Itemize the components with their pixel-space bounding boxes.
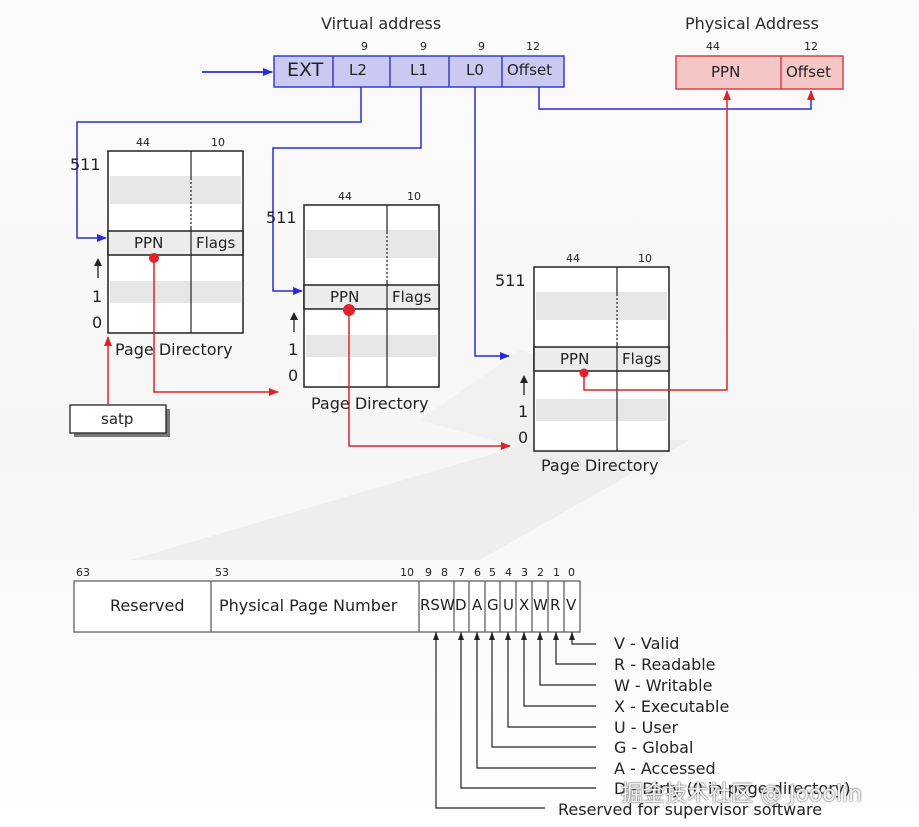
pte-field-g: G — [487, 596, 499, 614]
pd1-label: Page Directory — [115, 340, 233, 359]
pa-ppn-bits: 44 — [706, 40, 720, 53]
pd1-ppn-dot — [149, 253, 159, 263]
pd1-index-511: 511 — [70, 155, 101, 174]
pte-field-v: V — [566, 596, 577, 614]
pte-field-w: W — [533, 596, 548, 614]
virtual-address-register — [273, 55, 565, 88]
pd3-flags-cell: Flags — [622, 350, 662, 368]
pte-field-x: X — [519, 596, 530, 614]
zoom-wedge-upper — [420, 350, 535, 452]
pa-offset-field: Offset — [786, 63, 832, 81]
zoom-wedge — [130, 440, 690, 560]
legend-readable: R - Readable — [614, 655, 716, 674]
pte-bit-9: 9 — [425, 566, 432, 579]
pd1-ppn-arrow — [153, 258, 279, 396]
pte-bit-8: 8 — [441, 566, 448, 579]
pd3-ppn-bits: 44 — [566, 252, 580, 265]
pd1-index-0: 0 — [92, 313, 103, 332]
pte-bit-6: 6 — [474, 566, 481, 579]
watermark: 掘金技术社区 @ Jooolin — [621, 782, 863, 807]
pte-field-d: D — [455, 596, 467, 614]
pte-bit-0: 0 — [568, 566, 575, 579]
va-l2-field: L2 — [349, 61, 367, 79]
legend-executable: X - Executable — [614, 697, 730, 716]
pd3-label: Page Directory — [541, 456, 659, 475]
pd2-flags-cell: Flags — [392, 288, 432, 306]
legend-user: U - User — [614, 718, 679, 737]
l0-index-arrow — [474, 87, 510, 360]
legend-accessed: A - Accessed — [614, 759, 716, 778]
l1-index-arrow — [272, 87, 422, 295]
offset-arrow — [538, 87, 812, 110]
pd3-ppn-dot — [579, 368, 589, 378]
pd3-index-1: 1 — [518, 402, 529, 421]
pte-field-ppn: Physical Page Number — [219, 596, 398, 615]
va-offset-bits: 12 — [526, 40, 540, 53]
physical-address-title: Physical Address — [685, 14, 819, 33]
va-ext-field: EXT — [287, 59, 324, 81]
pd1-index-1: 1 — [92, 287, 103, 306]
va-l1-bits: 9 — [420, 40, 427, 53]
l2-index-arrow — [76, 87, 362, 242]
pte-bit-4: 4 — [505, 566, 512, 579]
pte-legend-leaders — [435, 632, 596, 809]
pd3-index-0: 0 — [518, 428, 529, 447]
pd1-flags-cell: Flags — [196, 234, 236, 252]
pte-bit-10: 10 — [400, 566, 414, 579]
legend-reserved-software: Reserved for supervisor software — [558, 800, 823, 819]
va-l2-bits: 9 — [361, 40, 368, 53]
pte-register — [73, 580, 581, 633]
pd2-ppn-bits: 44 — [338, 190, 352, 203]
legend-global: G - Global — [614, 738, 694, 757]
pd2-ppn-dot — [343, 304, 355, 316]
pd3-ppn-cell: PPN — [560, 350, 590, 368]
va-l0-bits: 9 — [478, 40, 485, 53]
pte-bit-5: 5 — [489, 566, 496, 579]
pte-field-a: A — [472, 596, 483, 614]
pd1-ppn-cell: PPN — [134, 234, 164, 252]
pd1-flags-bits: 10 — [211, 136, 225, 149]
va-offset-field: Offset — [507, 61, 553, 79]
pd2-index-511: 511 — [266, 208, 297, 227]
physical-address-register — [675, 55, 844, 90]
va-l1-field: L1 — [410, 61, 428, 79]
pte-field-rsw: RSW — [420, 596, 455, 614]
pa-offset-bits: 12 — [804, 40, 818, 53]
pd3-index-511: 511 — [495, 271, 526, 290]
satp-box — [69, 404, 167, 434]
va-l0-field: L0 — [466, 61, 484, 79]
pte-bit-3: 3 — [521, 566, 528, 579]
pd3-flags-bits: 10 — [638, 252, 652, 265]
pd2-label: Page Directory — [311, 394, 429, 413]
page-directory-3 — [533, 266, 670, 452]
legend-dirty: D - Dirty (0 in page directory) — [614, 779, 851, 798]
pte-bit-53: 53 — [215, 566, 229, 579]
pd2-flags-bits: 10 — [407, 190, 421, 203]
pd2-ppn-arrow — [348, 310, 511, 450]
pd1-ppn-bits: 44 — [136, 136, 150, 149]
pte-field-r: R — [550, 596, 561, 614]
page-directory-2 — [303, 204, 440, 388]
pa-ppn-field: PPN — [711, 63, 741, 81]
satp-label: satp — [101, 410, 134, 428]
pte-bit-63: 63 — [76, 566, 90, 579]
pte-bit-7: 7 — [458, 566, 465, 579]
page-directory-1 — [107, 150, 244, 334]
pte-legend-arrowheads — [433, 632, 575, 640]
legend-writable: W - Writable — [614, 676, 713, 695]
pd2-ppn-cell: PPN — [330, 288, 360, 306]
pd2-index-1: 1 — [288, 340, 299, 359]
pte-bit-2: 2 — [537, 566, 544, 579]
virtual-address-title: Virtual address — [321, 14, 442, 33]
pte-field-u: U — [503, 596, 514, 614]
pte-bit-1: 1 — [553, 566, 560, 579]
pd2-index-0: 0 — [288, 366, 299, 385]
pd3-ppn-arrow — [583, 90, 731, 391]
pte-field-reserved: Reserved — [110, 596, 185, 615]
legend-valid: V - Valid — [614, 634, 680, 653]
